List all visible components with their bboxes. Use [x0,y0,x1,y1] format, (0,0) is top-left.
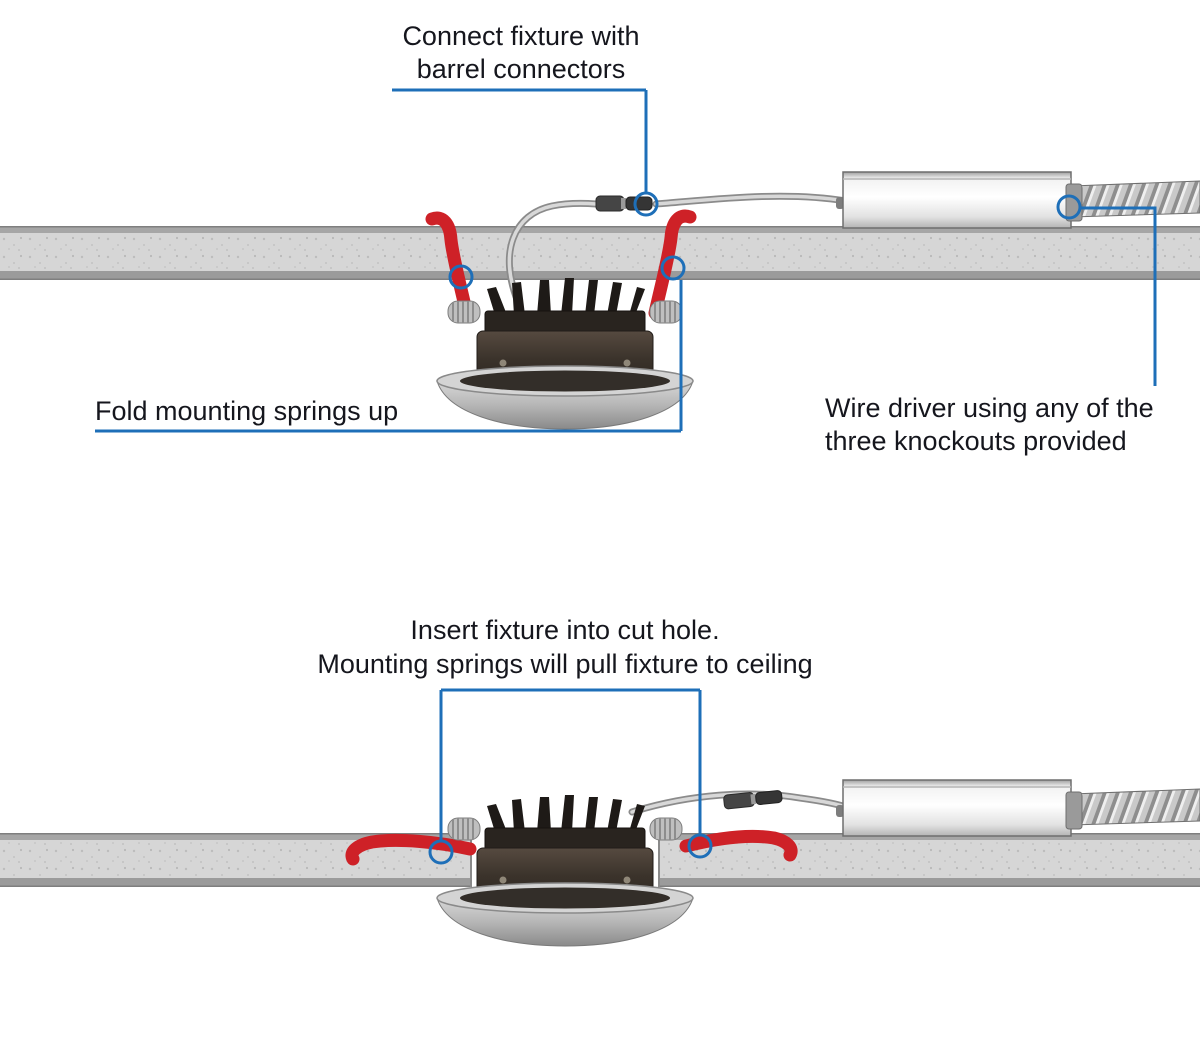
scene-bottom [0,688,1200,947]
callout-line-driver-knockout [1081,206,1157,386]
callout-circle-driver-knockout [1056,194,1082,220]
mounting-spring-left-bottom [345,833,477,866]
callout-line-fold-springs [95,280,683,433]
barrel-connector-bottom [723,790,783,810]
callout-label-wire-driver: Wire driver using any of the three knock… [825,392,1170,458]
mounting-spring-right-bottom [679,829,798,862]
label-line: Fold mounting springs up [95,396,399,426]
callout-circle-spring-left-bottom [428,839,454,865]
led-driver-top [835,171,1200,229]
callout-circle-barrel-connector [633,191,659,217]
label-line: Mounting springs will pull fixture to ce… [317,649,813,679]
recessed-fixture-bottom [436,794,694,947]
callouts-top [95,88,1157,433]
ceiling-cross-section-top [0,226,1200,280]
label-line: barrel connectors [416,54,626,84]
callout-circle-spring-right-bottom [687,833,713,859]
fixture-wire-top [505,192,850,306]
ceiling-cross-section-bottom-left [0,833,472,887]
callout-label-barrel-connectors: Connect fixture with barrel connectors [351,20,691,86]
callout-label-insert-fixture: Insert fixture into cut hole. Mounting s… [215,613,915,681]
callout-line-barrel [392,88,648,192]
callouts-bottom [428,688,713,865]
label-line: three knockouts provided [825,426,1127,456]
mounting-spring-right-top [648,209,697,320]
callout-line-insert-fixture [439,688,702,840]
label-line: Wire driver using any of the [825,393,1154,423]
callout-circle-spring-left [448,264,474,290]
mounting-spring-left-top [425,211,474,322]
led-driver-bottom [835,779,1200,837]
callout-label-fold-springs: Fold mounting springs up [95,396,515,427]
label-line: Connect fixture with [402,21,640,51]
callout-circle-spring-right [660,255,686,281]
label-line: Insert fixture into cut hole. [410,615,720,645]
barrel-connector-top [595,195,653,212]
scene-top [0,88,1200,433]
